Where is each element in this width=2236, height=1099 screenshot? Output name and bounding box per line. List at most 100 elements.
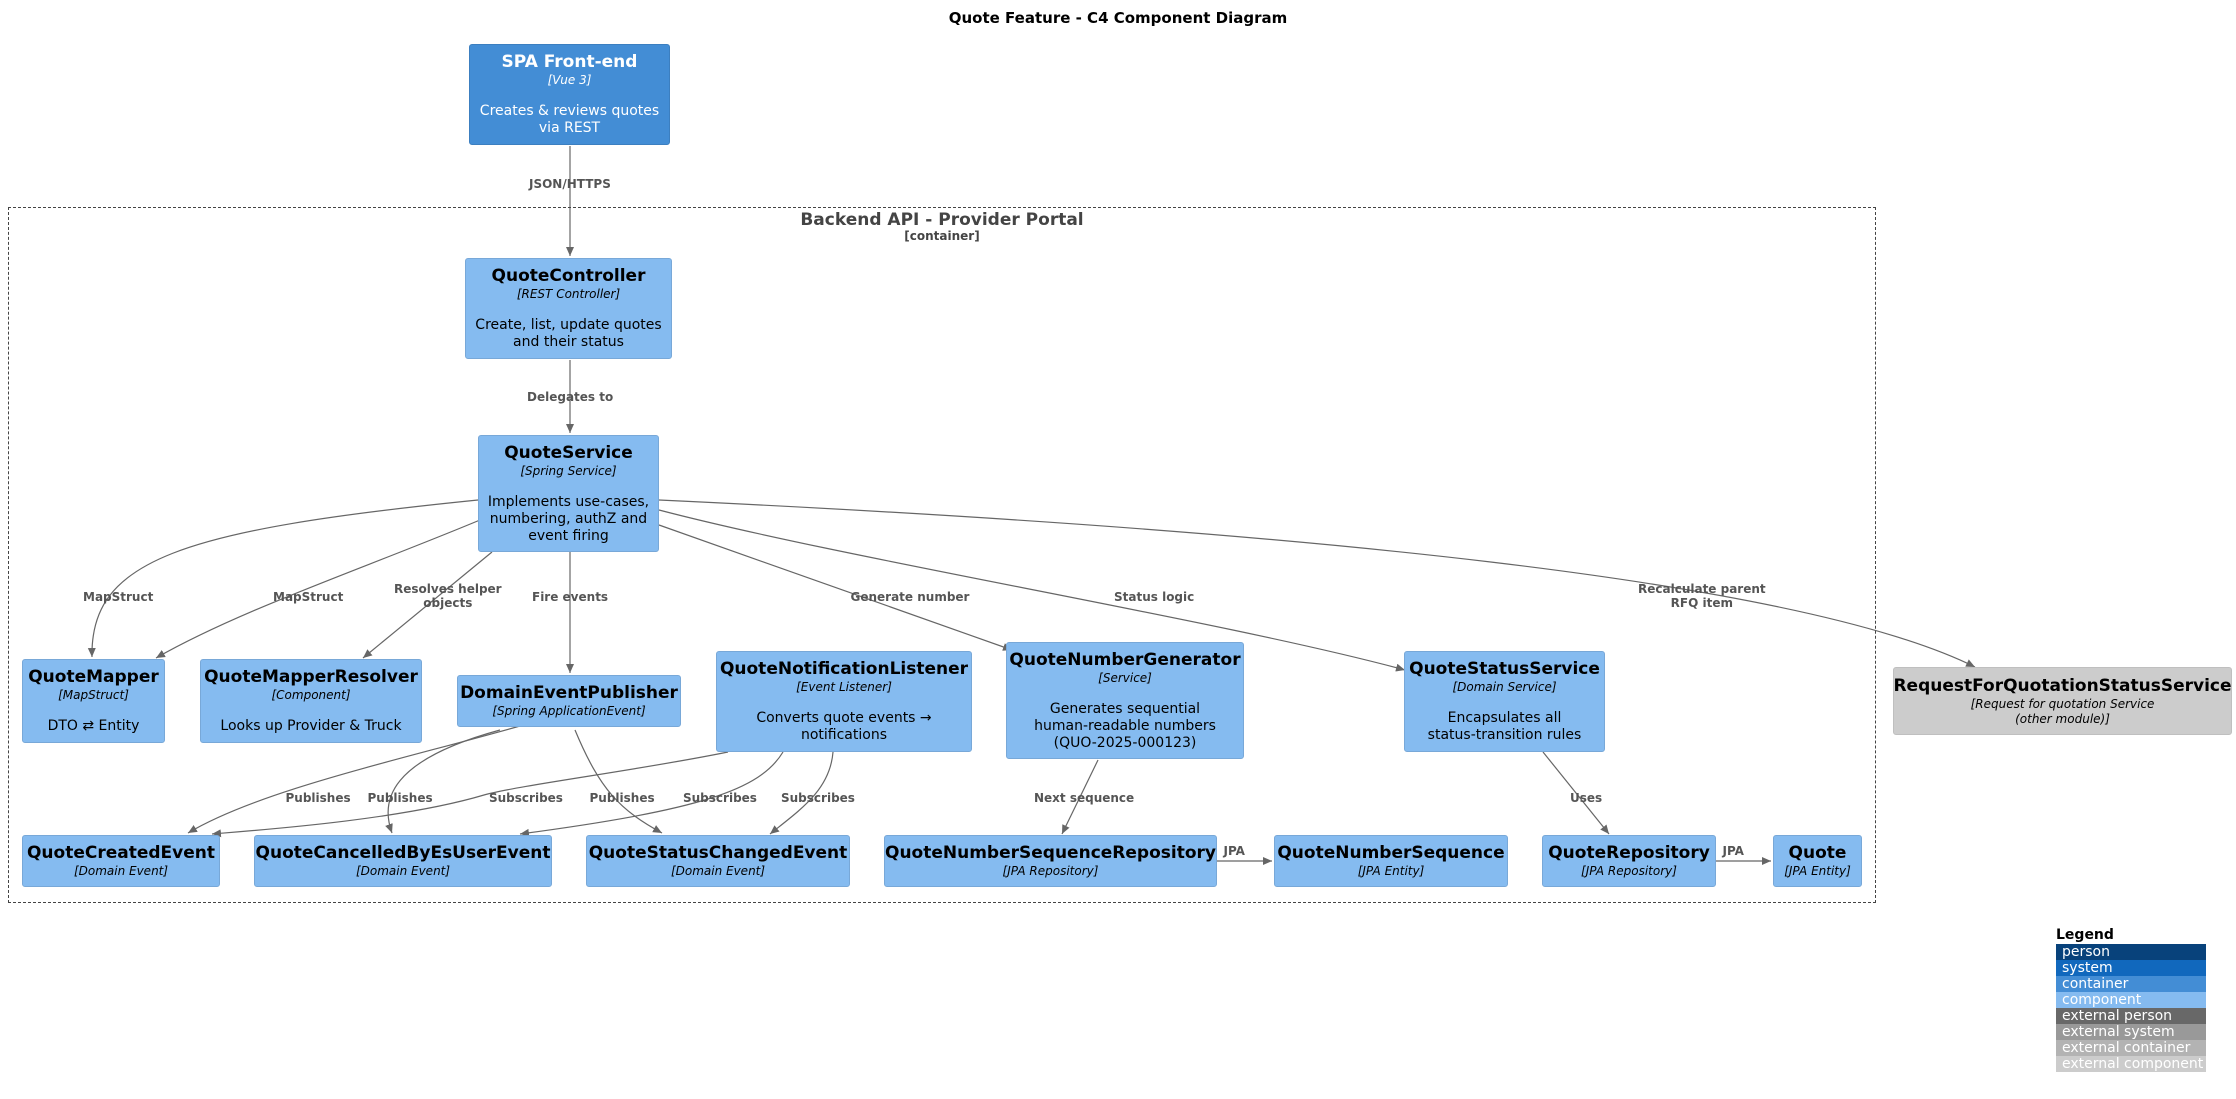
node-name: QuoteService	[504, 442, 633, 463]
legend-item: external system	[2056, 1024, 2206, 1040]
node-tech: [MapStruct]	[58, 688, 129, 702]
node-tech: [REST Controller]	[516, 287, 621, 301]
node-name: QuoteNumberSequenceRepository	[885, 843, 1216, 863]
legend-item: container	[2056, 976, 2206, 992]
edge-service-mapper2	[155, 519, 481, 659]
node-quote-status-service[interactable]: QuoteStatusService [Domain Service] Enca…	[1404, 651, 1605, 752]
edge-pub-statuschanged	[574, 729, 663, 834]
node-name: RequestForQuotationStatusService	[1893, 675, 2232, 696]
edge-listener-statuschanged	[769, 751, 834, 835]
edge-label-pub-created: Publishes	[285, 791, 351, 805]
edge-service-mapper	[87, 499, 479, 658]
edge-service-status	[658, 509, 1406, 672]
node-tech: [Spring ApplicationEvent]	[492, 704, 646, 718]
edge-label-service-publisher: Fire events	[532, 590, 609, 604]
edge-label-seqrepo-seq: JPA	[1223, 844, 1245, 858]
node-quote-repository[interactable]: QuoteRepository [JPA Repository]	[1542, 835, 1716, 887]
legend-title: Legend	[2056, 927, 2114, 943]
node-quote-controller[interactable]: QuoteController [REST Controller] Create…	[465, 258, 672, 359]
edge-label-spa-controller: JSON/HTTPS	[529, 177, 611, 191]
node-name: QuoteNumberGenerator	[1009, 649, 1241, 670]
legend-item: system	[2056, 960, 2206, 976]
node-tech: [Vue 3]	[547, 73, 592, 87]
node-quote-mapper[interactable]: QuoteMapper [MapStruct] DTO ⇄ Entity	[22, 659, 165, 743]
node-tech: [Component]	[271, 688, 351, 702]
node-name: QuoteCancelledByEsUserEvent	[255, 843, 551, 863]
edge-label-generator-repo: Next sequence	[1034, 791, 1135, 805]
boundary-type: [container]	[904, 229, 980, 243]
node-quote-mapper-resolver[interactable]: QuoteMapperResolver [Component] Looks up…	[200, 659, 422, 743]
node-quote-entity[interactable]: Quote [JPA Entity]	[1773, 835, 1862, 887]
node-tech: [Service]	[1098, 670, 1152, 685]
edge-generator-repo	[1061, 759, 1099, 835]
node-name: Quote	[1788, 843, 1847, 863]
container-boundary: Backend API - Provider Portal [container…	[8, 207, 1876, 903]
edge-service-resolver	[362, 551, 493, 659]
node-tech: [Domain Service]	[1452, 680, 1557, 694]
node-name: SPA Front-end	[501, 52, 638, 72]
edge-status-repo	[1542, 751, 1610, 835]
edge-label-listener-created: Subscribes	[489, 791, 563, 805]
node-quote-number-sequence-repository[interactable]: QuoteNumberSequenceRepository [JPA Repos…	[884, 835, 1217, 887]
edge-label-pub-statuschanged: Publishes	[589, 791, 655, 805]
legend-item: external container	[2056, 1040, 2206, 1056]
node-name: QuoteRepository	[1548, 843, 1710, 863]
node-name: QuoteMapperResolver	[204, 667, 418, 687]
edge-listener-created	[211, 751, 729, 838]
node-tech: [Request for quotation Service(other mod…	[1970, 696, 2155, 726]
node-tech: [Domain Event]	[73, 864, 169, 878]
node-desc: Converts quote events →notifications	[756, 710, 932, 743]
node-quote-service[interactable]: QuoteService [Spring Service] Implements…	[478, 435, 659, 552]
legend-item: component	[2056, 992, 2206, 1008]
node-quote-number-generator[interactable]: QuoteNumberGenerator [Service] Generates…	[1006, 642, 1244, 759]
node-quote-notification-listener[interactable]: QuoteNotificationListener [Event Listene…	[716, 651, 972, 752]
node-domain-event-publisher[interactable]: DomainEventPublisher [Spring Application…	[457, 675, 681, 727]
node-tech: [Domain Event]	[355, 864, 451, 878]
edge-listener-cancelled	[519, 751, 784, 837]
boundary-title: Backend API - Provider Portal	[800, 210, 1084, 230]
edge-label-service-generator: Generate number	[850, 590, 970, 604]
edge-label-service-status: Status logic	[1114, 590, 1195, 604]
node-desc: Implements use-cases,numbering, authZ an…	[487, 493, 650, 544]
node-tech: [JPA Entity]	[1784, 864, 1851, 878]
node-rfq-status-service[interactable]: RequestForQuotationStatusService [Reques…	[1893, 667, 2232, 735]
node-name: QuoteController	[491, 266, 646, 286]
node-tech: [Domain Event]	[670, 864, 766, 878]
node-name: QuoteNotificationListener	[719, 659, 969, 679]
diagram-title: Quote Feature - C4 Component Diagram	[948, 9, 1288, 27]
node-quote-status-changed-event[interactable]: QuoteStatusChangedEvent [Domain Event]	[586, 835, 850, 887]
edge-label-pub-cancelled: Publishes	[367, 791, 433, 805]
node-tech: [Spring Service]	[520, 463, 617, 478]
node-name: QuoteStatusService	[1409, 659, 1600, 679]
node-desc: Looks up Provider & Truck	[220, 718, 402, 734]
node-quote-created-event[interactable]: QuoteCreatedEvent [Domain Event]	[22, 835, 220, 887]
node-name: QuoteStatusChangedEvent	[588, 843, 848, 863]
edge-label-service-mapper: MapStruct	[83, 590, 154, 604]
node-tech: [JPA Entity]	[1357, 864, 1425, 878]
node-tech: [JPA Repository]	[1581, 864, 1677, 878]
node-name: DomainEventPublisher	[460, 683, 678, 703]
legend-item: person	[2056, 944, 2206, 960]
node-quote-number-sequence[interactable]: QuoteNumberSequence [JPA Entity]	[1274, 835, 1508, 887]
edge-label-service-mapper2: MapStruct	[273, 590, 344, 604]
edge-service-generator	[658, 524, 1013, 651]
legend-item: external component	[2056, 1056, 2206, 1072]
node-spa-frontend[interactable]: SPA Front-end [Vue 3] Creates & reviews …	[469, 44, 670, 145]
node-tech: [Event Listener]	[796, 680, 892, 694]
node-name: QuoteMapper	[28, 667, 159, 687]
edge-label-listener-statuschanged: Subscribes	[781, 791, 855, 805]
edge-pub-cancelled	[385, 729, 501, 834]
legend-item: external person	[2056, 1008, 2206, 1024]
edge-label-status-repo: Uses	[1570, 791, 1603, 805]
node-quote-cancelled-event[interactable]: QuoteCancelledByEsUserEvent [Domain Even…	[254, 835, 552, 887]
edge-label-listener-cancelled: Subscribes	[683, 791, 757, 805]
